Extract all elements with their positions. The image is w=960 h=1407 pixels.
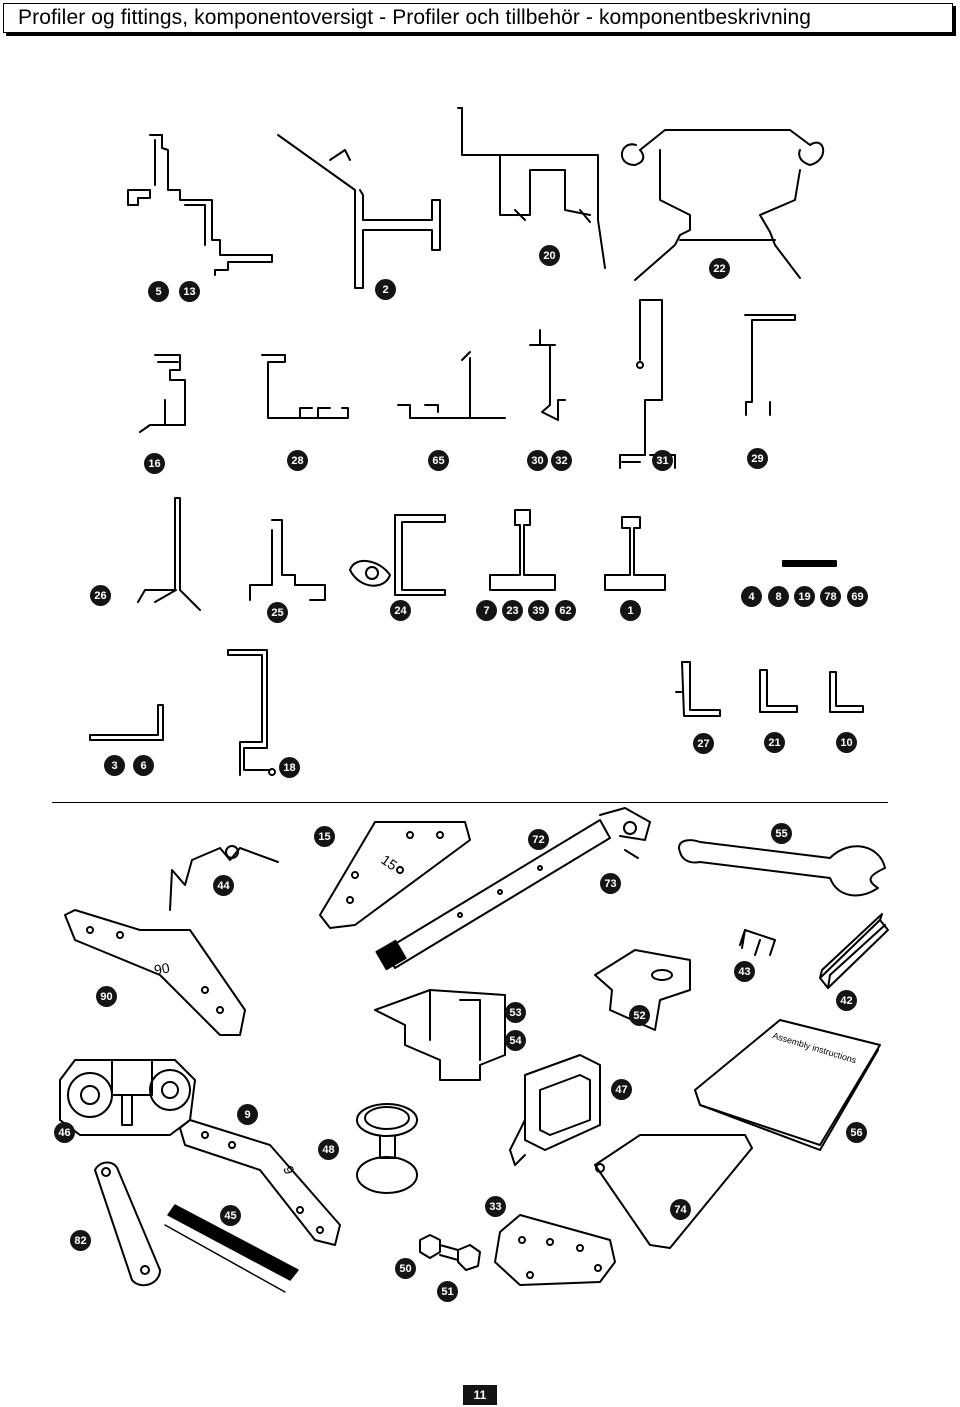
part-badge: 50 <box>395 1258 416 1279</box>
profile-27 <box>675 661 721 717</box>
profile-21 <box>759 669 798 713</box>
fitting-53-54 <box>374 989 506 1081</box>
profile-5-13 <box>127 134 273 276</box>
part-badge: 47 <box>611 1079 632 1100</box>
part-badge: 39 <box>528 600 549 621</box>
profile-29 <box>744 314 796 416</box>
profile-4-8-19-78-69 <box>782 560 837 567</box>
part-badge: 33 <box>485 1196 506 1217</box>
part-badge: 8 <box>768 586 789 607</box>
part-badge: 20 <box>539 245 560 266</box>
fitting-48 <box>356 1103 418 1194</box>
part-badge: 44 <box>213 875 234 896</box>
profile-3-6 <box>89 704 164 741</box>
part-badge: 90 <box>96 986 117 1007</box>
profile-10 <box>829 671 864 713</box>
part-badge: 1 <box>620 600 641 621</box>
fitting-44 <box>169 845 279 911</box>
part-badge: 55 <box>771 823 792 844</box>
part-badge: 6 <box>133 755 154 776</box>
part-badge: 62 <box>555 600 576 621</box>
part-badge: 52 <box>629 1005 650 1026</box>
profile-65 <box>397 351 506 419</box>
part-badge: 29 <box>747 448 768 469</box>
title-bar: Profiler og fittings, komponentoversigt … <box>3 3 953 33</box>
part-badge: 65 <box>428 450 449 471</box>
fitting-50-51 <box>419 1234 481 1271</box>
part-badge: 53 <box>505 1002 526 1023</box>
profile-26 <box>137 497 201 611</box>
fitting-55 <box>678 839 886 897</box>
section-divider <box>52 802 888 803</box>
part-badge: 73 <box>600 873 621 894</box>
fitting-45 <box>164 1204 299 1293</box>
part-badge: 22 <box>709 258 730 279</box>
part-badge: 48 <box>318 1139 339 1160</box>
profile-30-32 <box>529 329 566 421</box>
fitting-33 <box>494 1214 616 1286</box>
part-badge: 4 <box>741 586 762 607</box>
part-badge: 32 <box>551 450 572 471</box>
profile-31 <box>619 299 676 469</box>
part-badge: 43 <box>734 961 755 982</box>
part-badge: 18 <box>279 757 300 778</box>
part-badge: 7 <box>476 600 497 621</box>
profile-7-23-39-62 <box>489 509 556 591</box>
fitting-47 <box>509 1054 601 1166</box>
profile-22 <box>621 129 825 281</box>
part-badge: 30 <box>527 450 548 471</box>
page-number: 11 <box>463 1385 497 1405</box>
part-badge: 46 <box>54 1122 75 1143</box>
part-badge: 72 <box>528 829 549 850</box>
part-badge: 24 <box>390 600 411 621</box>
fitting-46 <box>59 1059 196 1136</box>
part-badge: 78 <box>820 586 841 607</box>
fitting-72-73 <box>375 807 651 971</box>
fitting-9: 9 <box>179 1119 341 1246</box>
part-badge: 3 <box>104 755 125 776</box>
part-badge: 23 <box>502 600 523 621</box>
part-badge: 13 <box>179 281 200 302</box>
part-badge: 74 <box>670 1199 691 1220</box>
part-badge: 42 <box>836 990 857 1011</box>
fitting-52 <box>594 949 691 1031</box>
profile-25 <box>249 519 326 601</box>
part-badge: 54 <box>505 1030 526 1051</box>
part-badge: 45 <box>220 1205 241 1226</box>
part-badge: 16 <box>144 453 165 474</box>
part-badge: 21 <box>764 732 785 753</box>
part-badge: 56 <box>846 1122 867 1143</box>
part-badge: 26 <box>90 585 111 606</box>
part-badge: 19 <box>794 586 815 607</box>
profile-28 <box>261 354 349 419</box>
profile-2 <box>277 134 441 289</box>
profile-1 <box>604 516 666 591</box>
part-badge: 69 <box>847 586 868 607</box>
profile-18 <box>227 649 276 776</box>
part-badge: 31 <box>652 450 673 471</box>
part-badge: 25 <box>267 602 288 623</box>
part-badge: 51 <box>437 1281 458 1302</box>
profile-20 <box>457 107 606 269</box>
part-badge: 28 <box>287 450 308 471</box>
fitting-43 <box>739 929 776 956</box>
part-badge: 10 <box>836 732 857 753</box>
fitting-82 <box>94 1161 161 1287</box>
part-badge: 9 <box>237 1104 258 1125</box>
profile-16 <box>139 354 186 433</box>
part-badge: 82 <box>70 1230 91 1251</box>
part-badge: 15 <box>314 826 335 847</box>
part-badge: 2 <box>375 279 396 300</box>
fitting-42 <box>819 913 889 989</box>
fitting-90: 90 <box>64 909 246 1036</box>
profile-24 <box>349 514 446 596</box>
fitting-74 <box>594 1134 753 1249</box>
part-badge: 5 <box>148 281 169 302</box>
bracket-90-marking: 90 <box>153 959 171 977</box>
page-title: Profiler og fittings, komponentoversigt … <box>18 6 812 29</box>
part-badge: 27 <box>693 733 714 754</box>
